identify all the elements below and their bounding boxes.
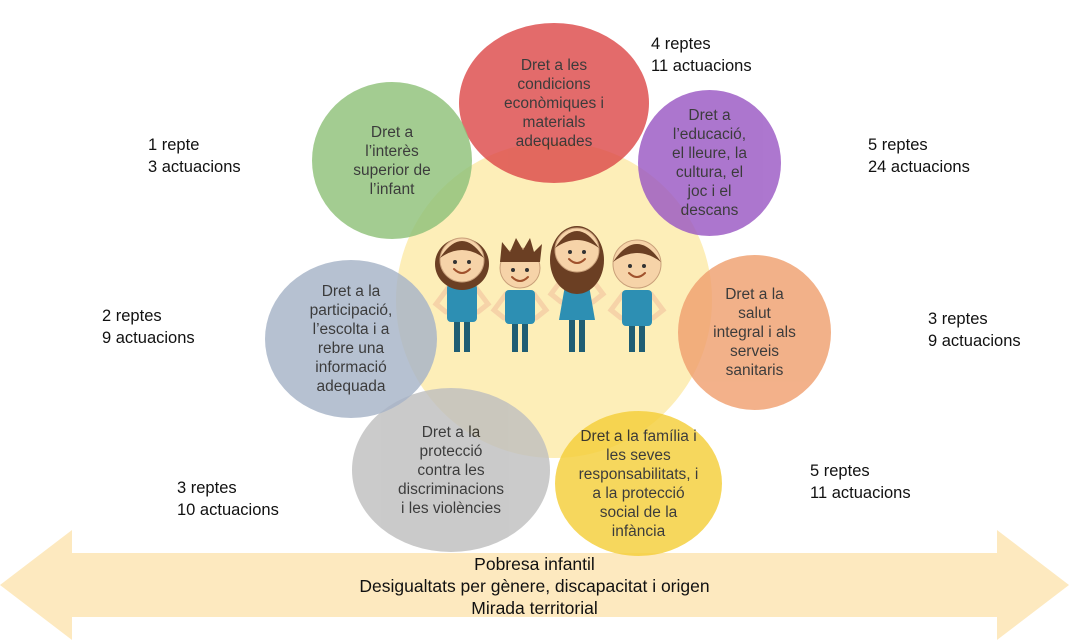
circle-right-participation: Dret a la participació, l’escolta i a re… <box>265 260 437 418</box>
child-3-leg-left <box>569 316 575 352</box>
child-1-arm-left <box>432 285 451 315</box>
child-4-body <box>622 290 652 326</box>
child-4-leg-left <box>629 324 635 352</box>
arrow-line-inequalities: Desigualtats per gènere, discapacitat i … <box>359 576 710 596</box>
child-2-body <box>505 290 535 324</box>
child-2-leg-left <box>512 322 518 352</box>
child-4-arm-left <box>607 291 626 321</box>
child-2-eye-left <box>511 268 515 272</box>
child-2-hair-top <box>500 238 542 262</box>
child-2-arm-right <box>531 291 550 321</box>
child-1-arm-right <box>473 285 492 315</box>
child-3-hair-top <box>555 231 599 248</box>
child-1-eye-right <box>467 260 471 264</box>
child-1-leg-right <box>464 320 470 352</box>
circle-right-interest: Dret a l’interès superior de l’infant <box>312 82 472 239</box>
circle-right-family: Dret a la família i les seves responsabi… <box>555 411 722 556</box>
double-arrow <box>0 530 1069 640</box>
child-1-body <box>447 284 477 322</box>
right-label-family: Dret a la família i les seves responsabi… <box>578 427 699 540</box>
arrow-line-poverty: Pobresa infantil <box>474 554 595 574</box>
child-3-eye-right <box>582 250 586 254</box>
child-1-eye-left <box>453 260 457 264</box>
right-label-health: Dret a la salut integral i als serveis s… <box>713 286 796 379</box>
child-1-leg-left <box>454 320 460 352</box>
circle-right-education: Dret a l’educació, el lleure, la cultura… <box>638 90 781 236</box>
stats-interest: 1 repte 3 actuacions <box>148 136 241 176</box>
center-glow <box>396 142 712 458</box>
child-1-hair-top <box>440 241 484 258</box>
stats-participation: 2 reptes 9 actuacions <box>102 307 195 347</box>
circle-right-economic: Dret a les condicions econòmiques i mate… <box>459 23 649 183</box>
child-4-smile <box>628 272 646 278</box>
child-1-smile <box>453 268 471 274</box>
stats-family: 5 reptes 11 actuacions <box>810 462 911 502</box>
right-label-protection: Dret a la protecció contra les discrimin… <box>398 423 504 517</box>
children-group-icon <box>432 226 667 352</box>
child-2-arm-left <box>490 291 509 321</box>
stats-education: 5 reptes 24 actuacions <box>868 136 970 176</box>
stats-economic: 4 reptes 11 actuacions <box>651 35 752 75</box>
child-4-eye-right <box>642 264 646 268</box>
child-3-leg-right <box>579 316 585 352</box>
child-2-smile <box>511 276 529 282</box>
stats-protection: 3 reptes 10 actuacions <box>177 479 279 519</box>
child-2-leg-right <box>522 322 528 352</box>
right-label-participation: Dret a la participació, l’escolta i a re… <box>309 283 393 395</box>
stats-health: 3 reptes 9 actuacions <box>928 310 1021 350</box>
arrow-caption: Pobresa infantil Desigualtats per gènere… <box>0 553 1069 619</box>
circle-right-protection: Dret a la protecció contra les discrimin… <box>352 388 550 552</box>
arrow-line-territorial: Mirada territorial <box>471 598 598 618</box>
right-label-economic: Dret a les condicions econòmiques i mate… <box>504 56 604 150</box>
child-4-leg-right <box>639 324 645 352</box>
child-4-arm-right <box>648 291 667 321</box>
right-label-education: Dret a l’educació, el lleure, la cultura… <box>672 107 747 219</box>
child-4-eye-left <box>628 264 632 268</box>
right-label-interest: Dret a l’interès superior de l’infant <box>353 123 431 198</box>
child-2-eye-right <box>525 268 529 272</box>
circle-right-health: Dret a la salut integral i als serveis s… <box>678 255 831 410</box>
child-3-smile <box>568 258 586 264</box>
child-4-hair-top <box>613 244 661 262</box>
child-3-eye-left <box>568 250 572 254</box>
